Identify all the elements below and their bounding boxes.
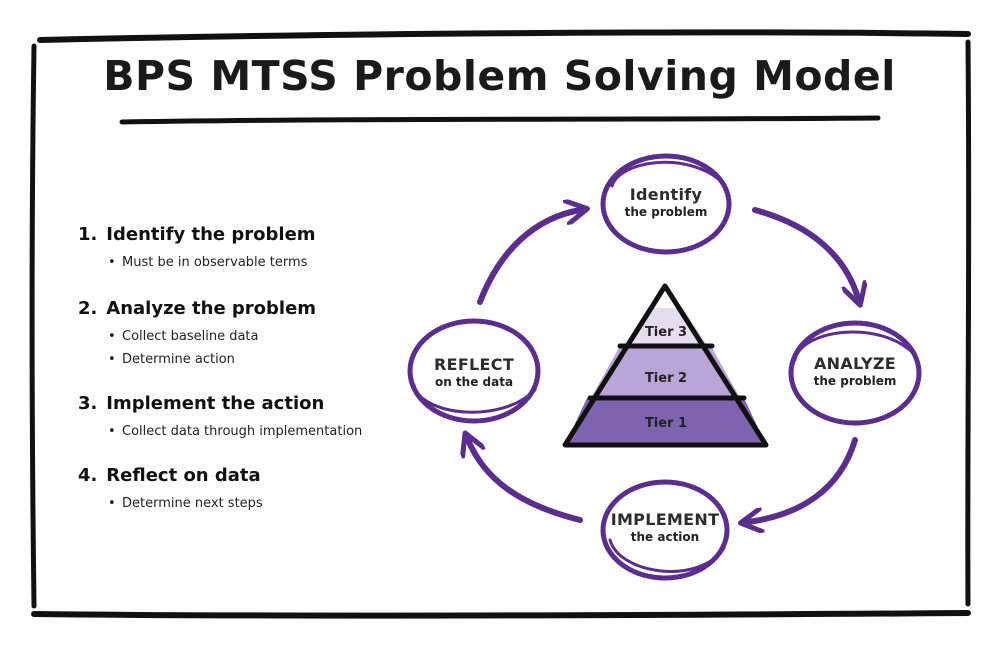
step-analyze: 2. Analyze the problem • Collect baseline… [78,296,408,371]
bullet-dot-icon: • [108,496,116,511]
arrow-implement-to-reflect [468,440,583,523]
step-number: 3. [78,393,98,414]
step-title: Identify the problem [106,224,316,245]
step-title: Implement the action [106,393,325,414]
bullet-item: • Collect data through implementation [108,420,408,443]
bullet-item: • Determine next steps [108,492,408,515]
bullet-list: • Collect baseline data • Determine action [78,325,408,371]
analyze-label: ANALYZE the problem [795,354,915,388]
title-underline [119,115,881,125]
bullet-text: Determine action [122,352,235,367]
bullet-text: Collect data through implementation [122,424,363,439]
analyze-main-text: ANALYZE [813,354,897,373]
implement-label: IMPLEMENT the action [602,510,728,544]
tier2-band [591,346,740,398]
bullet-text: Must be in observable terms [122,255,308,270]
analyze-sub-text: the problem [813,374,897,388]
tier2-label: Tier 2 [644,371,688,386]
implement-sub-text: the action [630,530,700,544]
step-heading: 3. Implement the action [78,391,408,417]
step-list: 1. Identify the problem • Must be in obse… [78,222,408,535]
identify-label: Identify the problem [606,185,726,219]
step-number: 1. [78,224,98,245]
analyze-circle [788,320,922,426]
step-reflect: 4. Reflect on data • Determine next steps [78,463,408,515]
identify-main-text: Identify [629,185,703,204]
bullet-dot-icon: • [108,329,116,344]
step-heading: 1. Identify the problem [78,222,408,248]
step-number: 4. [78,465,98,486]
step-identify: 1. Identify the problem • Must be in obse… [78,222,408,274]
frame-top-line [37,29,971,43]
step-number: 2. [78,298,98,319]
bullet-dot-icon: • [108,424,116,439]
step-title: Analyze the problem [106,298,317,319]
bullet-list: • Collect data through implementation [78,420,408,443]
bullet-text: Determine next steps [122,496,263,511]
step-heading: 4. Reflect on data [78,463,408,489]
tier-pyramid [562,283,769,448]
identify-sub-text: the problem [624,205,708,219]
bullet-item: • Must be in observable terms [108,251,408,274]
step-title: Reflect on data [106,465,261,486]
bullet-dot-icon: • [108,255,116,270]
bullet-text: Collect baseline data [122,329,259,344]
arrow-reflect-to-identify [477,210,580,305]
frame-bottom-line [31,610,971,619]
bullet-list: • Must be in observable terms [78,251,408,274]
tier1-label: Tier 1 [644,416,688,431]
page-title: BPS MTSS Problem Solving Model [103,52,896,100]
arrow-analyze-to-implement [748,437,858,522]
frame-right-line [965,39,972,607]
implement-main-text: IMPLEMENT [610,510,720,529]
bullet-item: • Collect baseline data [108,325,408,348]
pyramid-outline [562,283,769,448]
bullet-list: • Determine next steps [78,492,408,515]
step-heading: 2. Analyze the problem [78,296,408,322]
reflect-main-text: REFLECT [433,355,515,374]
identify-circle [600,153,732,255]
reflect-circle [407,318,541,424]
bullet-dot-icon: • [108,352,116,367]
implement-circle [600,479,730,581]
bullet-item: • Determine action [108,348,408,371]
step-implement: 3. Implement the action • Collect data th… [78,391,408,443]
reflect-label: REFLECT on the data [414,355,534,389]
frame-left-line [29,43,37,609]
tier3-label: Tier 3 [644,325,688,340]
arrow-identify-to-analyze [752,207,858,298]
tier1-band [565,398,766,445]
reflect-sub-text: on the data [434,375,514,389]
